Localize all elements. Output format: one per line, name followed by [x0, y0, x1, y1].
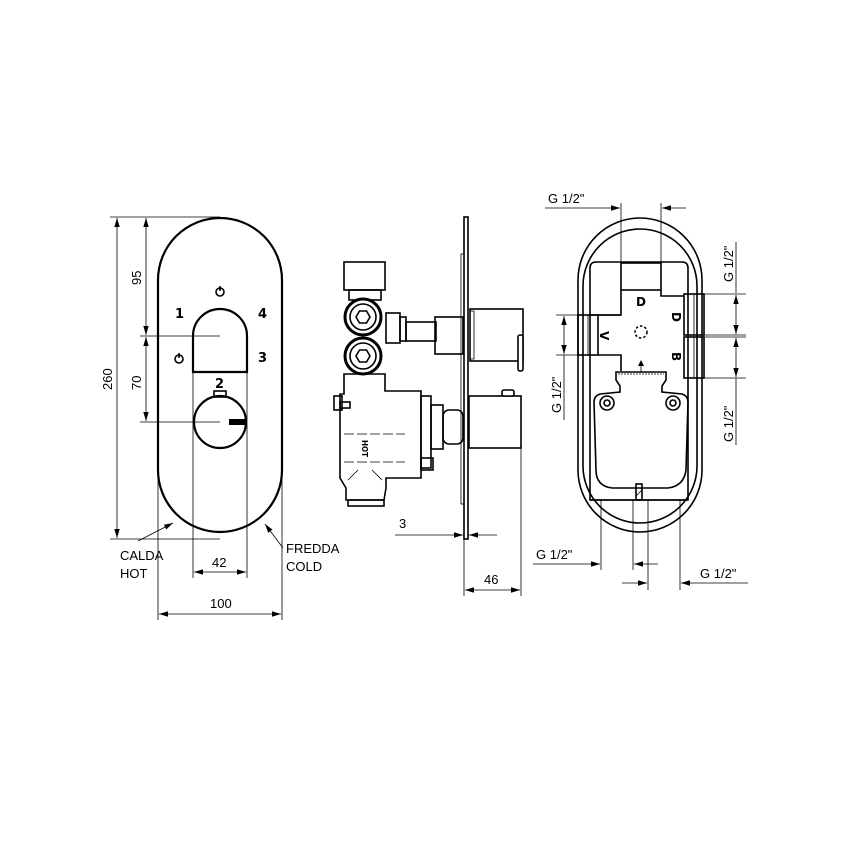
hot-label-it: CALDA: [120, 548, 164, 563]
side-view: HOT 3 46: [333, 216, 524, 596]
dim-bottom-right-connection: G 1/2": [700, 566, 737, 581]
screw-icon: [665, 395, 681, 411]
front-view: 1 4 3 2 260 95 70 42 100 CALDA HOT: [100, 216, 340, 620]
valve-body: [339, 373, 422, 501]
cold-label-en: COLD: [286, 559, 322, 574]
side-thermostat-knob: [468, 395, 522, 449]
port-label-left: V: [597, 331, 611, 341]
cover-plate-outline: [156, 216, 284, 534]
dim-right-upper-connection: G 1/2": [721, 245, 736, 282]
port-top: [620, 262, 662, 291]
union-nut-lower: [343, 336, 383, 376]
screw-icon: [599, 395, 615, 411]
off-icon: [174, 353, 184, 364]
dim-knob-width: 42: [212, 555, 226, 570]
dim-left-connection: G 1/2": [549, 376, 564, 413]
dim-axis-spacing: 70: [129, 376, 144, 390]
dim-bottom-left-connection: G 1/2": [536, 547, 573, 562]
hot-label-en: HOT: [120, 566, 148, 581]
dim-plate-width: 100: [210, 596, 232, 611]
dim-upper-offset: 95: [129, 271, 144, 285]
dim-total-height: 260: [100, 368, 115, 390]
knob-indicator: [229, 419, 245, 425]
dial-label-1: 1: [175, 307, 184, 322]
back-view: D D V B G 1/2" G: [533, 191, 748, 590]
valve-body-marking: HOT: [360, 440, 369, 457]
back-plate-outline: [577, 217, 703, 533]
dial-label-4: 4: [258, 307, 267, 322]
knob-tab: [213, 390, 227, 398]
port-label-top: D: [636, 295, 646, 309]
port-label-right-upper: D: [669, 312, 683, 322]
side-lever-handle: [469, 308, 524, 362]
dim-right-lower-connection: G 1/2": [721, 405, 736, 442]
off-icon: [215, 286, 225, 297]
side-cover-plate: [463, 216, 469, 540]
dim-top-connection: G 1/2": [548, 191, 585, 206]
cold-label-it: FREDDA: [286, 541, 340, 556]
dial-label-3: 3: [258, 351, 267, 366]
diverter-lever: [191, 307, 249, 374]
dim-plate-thickness: 3: [399, 516, 406, 531]
union-nut-upper: [343, 297, 383, 337]
valve-top-cap: [343, 261, 386, 291]
rotation-symbol-icon: [634, 325, 648, 339]
port-label-right-lower: B: [669, 352, 683, 361]
dial-label-2: 2: [215, 377, 224, 392]
dim-projection-depth: 46: [484, 572, 498, 587]
